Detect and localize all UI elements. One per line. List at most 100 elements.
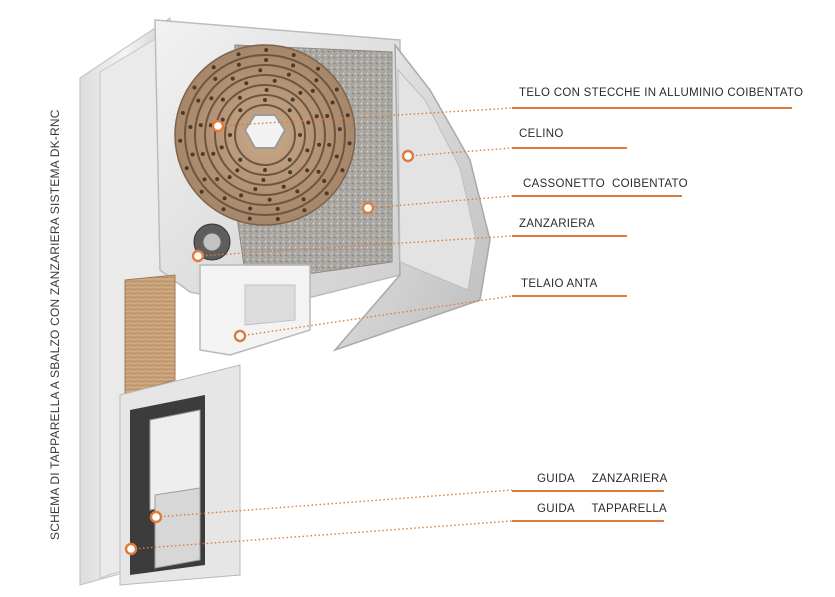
- roll-slot-dot: [340, 168, 345, 173]
- roll-slot-dot: [314, 78, 319, 83]
- rule-cassonetto: [512, 195, 682, 197]
- sash-frame-chamber: [244, 284, 296, 326]
- front-lid-edge: [397, 68, 477, 291]
- roll-slot-dot: [298, 90, 303, 95]
- roll-slot-dot: [324, 191, 329, 196]
- guide-channel-inner-2: [154, 487, 201, 569]
- roll-slot-dot: [190, 152, 195, 157]
- roll-slot-dot: [345, 113, 350, 118]
- leader-celino: [407, 147, 513, 157]
- roll-slot-dot: [180, 111, 185, 115]
- roll-slot-dot: [330, 100, 335, 105]
- shutter-roll-slot-dots: [178, 48, 352, 221]
- label-guida-tapparella: GUIDA TAPPARELLA: [537, 503, 667, 515]
- roll-slot-dot: [314, 114, 319, 119]
- rule-guida-tapparella: [512, 520, 664, 522]
- roll-slot-dot: [286, 72, 291, 77]
- roll-slot-dot: [275, 206, 280, 211]
- marker-celino: [401, 149, 415, 163]
- leader-zanzariera: [197, 235, 513, 257]
- roll-slot-dot: [327, 142, 332, 147]
- roll-slot-dot: [275, 217, 280, 221]
- marker-guida-tapparella: [124, 542, 138, 556]
- roll-slot-dot: [184, 166, 189, 171]
- roll-slot-dot: [228, 133, 232, 137]
- marker-cassonetto: [361, 201, 375, 215]
- roll-slot-dot: [202, 177, 207, 182]
- roll-slot-dot: [295, 189, 300, 194]
- roll-slot-dot: [258, 68, 263, 73]
- roll-slot-dot: [178, 138, 183, 143]
- roll-slot-dot: [239, 193, 244, 198]
- wood-finish-panel: [124, 274, 176, 396]
- roll-slot-dot: [267, 197, 272, 202]
- label-telo: TELO CON STECCHE IN ALLUMINIO COIBENTATO: [519, 87, 804, 99]
- roll-slot-dot: [290, 97, 295, 102]
- roll-slot-dot: [188, 125, 193, 129]
- roll-slot-dot: [220, 117, 225, 122]
- roll-slot-dot: [248, 206, 253, 211]
- roll-slot-dot: [235, 168, 240, 173]
- marker-telo: [211, 119, 225, 133]
- marker-telaio: [233, 329, 247, 343]
- roll-slot-dot: [281, 184, 286, 189]
- roll-slot-dot: [302, 208, 307, 213]
- roll-slot-dot: [236, 62, 241, 67]
- leader-telo: [217, 107, 513, 127]
- label-zanzariera: ZANZARIERA: [519, 218, 595, 230]
- rule-guida-zanzariera: [512, 490, 664, 492]
- roll-slot-dot: [263, 98, 267, 102]
- roll-slot-dot: [310, 88, 315, 93]
- roll-slot-dot: [287, 157, 292, 162]
- marker-guida-zanzariera: [149, 510, 163, 524]
- callout-markers: [124, 119, 415, 556]
- label-telaio: TELAIO ANTA: [521, 278, 598, 290]
- roll-slot-dot: [200, 152, 205, 156]
- leader-telaio: [239, 295, 513, 337]
- rule-celino: [512, 147, 627, 149]
- roll-slot-dot: [211, 151, 216, 156]
- roll-slot-dot: [316, 169, 321, 174]
- roll-slot-dot: [305, 148, 310, 153]
- roll-slot-dot: [247, 216, 252, 221]
- roll-slot-dot: [334, 87, 339, 92]
- roll-slot-dot: [236, 52, 241, 57]
- roll-slot-dot: [263, 168, 267, 172]
- roll-slot-dot: [219, 145, 224, 150]
- rule-telaio: [512, 295, 627, 297]
- leader-cassonetto: [367, 195, 513, 209]
- roll-slot-dot: [264, 48, 269, 52]
- roll-slot-dot: [230, 76, 235, 81]
- roll-slot-dot: [306, 120, 311, 125]
- roll-slot-dot: [305, 168, 310, 173]
- roll-slot-dot: [334, 154, 339, 159]
- roll-slot-dot: [238, 157, 243, 162]
- roll-slot-dot: [347, 141, 352, 146]
- roll-slot-dot: [291, 63, 296, 68]
- roll-slot-dot: [337, 127, 342, 132]
- label-celino: CELINO: [519, 128, 564, 140]
- roll-slot-dot: [264, 88, 269, 92]
- roll-slot-dot: [198, 123, 203, 128]
- roll-slot-dot: [199, 189, 204, 194]
- roll-slot-dot: [253, 187, 258, 192]
- leader-lines: [130, 107, 513, 550]
- roll-slot-dot: [209, 96, 214, 101]
- roll-slot-dot: [287, 108, 292, 113]
- label-cassonetto: CASSONETTO COIBENTATO: [523, 178, 688, 190]
- rule-zanzariera: [512, 235, 627, 237]
- roll-slot-dot: [301, 197, 306, 202]
- roll-slot-dot: [325, 114, 330, 118]
- roll-slot-dot: [316, 66, 321, 71]
- roll-slot-dot: [221, 207, 226, 212]
- roll-slot-dot: [244, 81, 249, 86]
- roll-slot-dot: [272, 78, 277, 83]
- roll-slot-dot: [317, 142, 322, 147]
- roll-slot-dot: [264, 58, 269, 62]
- roll-slot-dot: [238, 108, 243, 113]
- roll-slot-dot: [220, 97, 225, 102]
- roll-slot-dot: [237, 95, 242, 100]
- roll-slot-dot: [211, 65, 216, 70]
